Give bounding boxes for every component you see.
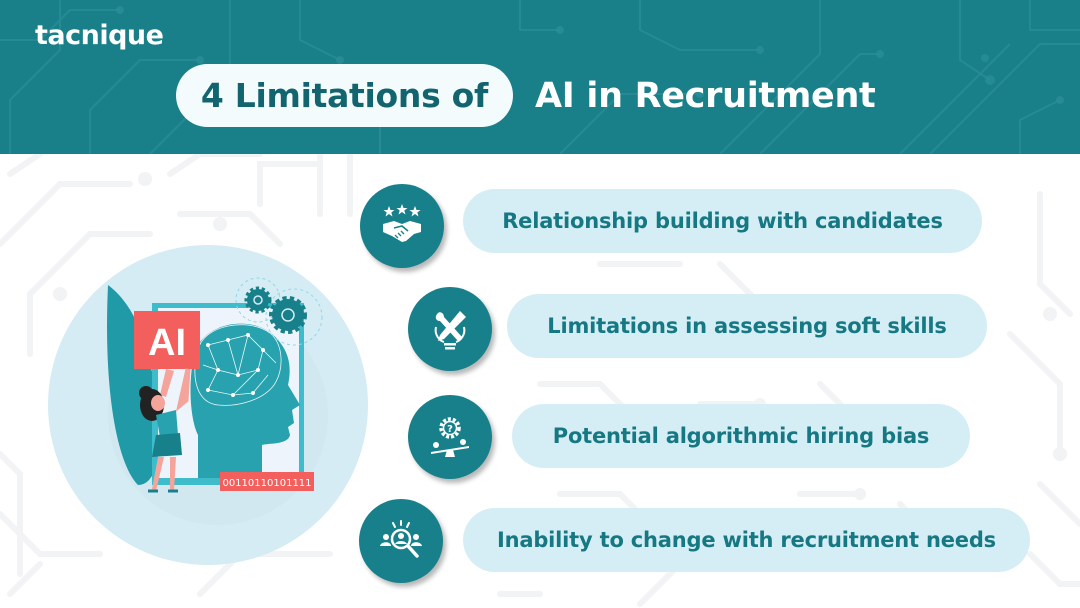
woman-figure [139,368,191,493]
title-highlight-pill: 4 Limitations of [176,64,513,127]
ai-recruitment-illustration: AI 00110110101111 [48,245,368,565]
ai-badge [134,311,200,369]
head-silhouette [190,323,300,478]
page-title: AI in Recruitment [535,76,876,116]
limitation-1-pill: Relationship building with candidates [463,189,982,253]
binary-label-text: 00110110101111 [222,478,311,489]
limitation-3-pill: Potential algorithmic hiring bias [512,404,970,468]
limitation-1-label: Relationship building with candidates [502,209,943,233]
limitation-3-label: Potential algorithmic hiring bias [552,424,930,448]
brain-network-icon [194,324,282,406]
search-candidate-icon [380,520,422,558]
svg-text:?: ? [447,424,453,435]
limitation-4-pill: Inability to change with recruitment nee… [463,508,1030,572]
limitation-2-label: Limitations in assessing soft skills [547,314,947,338]
limitation-4-icon-circle [359,499,443,583]
tools-lightbulb-icon [434,311,466,350]
handshake-stars-icon [383,204,421,242]
header-banner: tacnique 4 Limitations of AI in Recruitm… [0,0,1080,154]
gear-question-balance-icon: ? [431,417,469,457]
binary-label-badge [220,472,314,491]
limitation-1-icon-circle [360,184,444,268]
title-highlight-text: 4 Limitations of [200,76,489,115]
ai-badge-text: AI [148,322,186,364]
limitation-2-pill: Limitations in assessing soft skills [507,294,987,358]
leaf-shape [107,285,158,485]
limitation-2-icon-circle [408,287,492,371]
limitation-3-icon-circle: ? [408,395,492,479]
gear-icon [235,277,323,346]
tacnique-logo: tacnique [35,20,164,51]
limitation-4-label: Inability to change with recruitment nee… [497,528,996,552]
